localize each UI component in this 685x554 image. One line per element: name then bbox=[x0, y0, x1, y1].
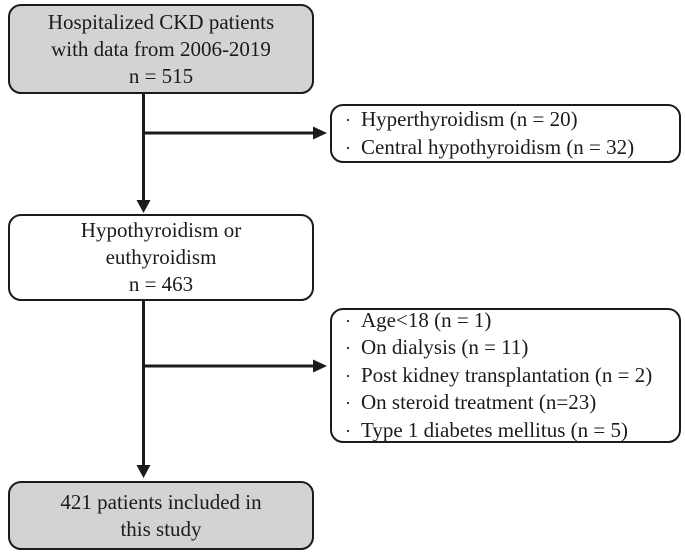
box-cohort-initial: Hospitalized CKD patients with data from… bbox=[8, 4, 314, 94]
bullet-icon: · bbox=[345, 310, 351, 331]
exclusion-item: · On dialysis (n = 11) bbox=[345, 334, 671, 362]
box-cohort-intermediate: Hypothyroidism or euthyroidism n = 463 bbox=[8, 214, 314, 301]
arrowhead-right-2 bbox=[313, 359, 327, 373]
bullet-icon: · bbox=[345, 137, 351, 158]
box-exclusion-first: · Hyperthyroidism (n = 20) · Central hyp… bbox=[330, 104, 681, 163]
box-cohort-initial-line1: Hospitalized CKD patients bbox=[47, 9, 275, 34]
exclusion-second-item3: Post kidney transplantation (n = 2) bbox=[361, 362, 653, 387]
box-exclusion-second: · Age<18 (n = 1) · On dialysis (n = 11) … bbox=[330, 308, 681, 443]
box-cohort-initial-line2: with data from 2006-2019 bbox=[51, 36, 271, 61]
exclusion-item: · Central hypothyroidism (n = 32) bbox=[345, 134, 671, 162]
exclusion-second-item1: Age<18 (n = 1) bbox=[361, 307, 492, 332]
box-cohort-intermediate-line1: Hypothyroidism or bbox=[80, 218, 242, 242]
exclusion-item: · Type 1 diabetes mellitus (n = 5) bbox=[345, 417, 671, 445]
exclusion-second-item5: Type 1 diabetes mellitus (n = 5) bbox=[361, 417, 628, 442]
exclusion-item: · Hyperthyroidism (n = 20) bbox=[345, 106, 671, 134]
box-cohort-intermediate-line3: n = 463 bbox=[128, 272, 194, 296]
exclusion-second-item4: On steroid treatment (n=23) bbox=[361, 390, 597, 415]
arrowhead-down-2 bbox=[136, 465, 151, 478]
arrowhead-right-1 bbox=[313, 126, 327, 140]
exclusion-item: · Post kidney transplantation (n = 2) bbox=[345, 362, 671, 390]
arrowhead-down-1 bbox=[136, 200, 151, 213]
bullet-icon: · bbox=[345, 420, 351, 441]
bullet-icon: · bbox=[345, 365, 351, 386]
box-cohort-final-line1: 421 patients included in bbox=[60, 489, 262, 514]
box-cohort-final-line2: this study bbox=[120, 516, 202, 541]
exclusion-first-item2: Central hypothyroidism (n = 32) bbox=[361, 134, 635, 159]
exclusion-second-item2: On dialysis (n = 11) bbox=[361, 335, 529, 360]
bullet-icon: · bbox=[345, 338, 351, 359]
box-cohort-initial-line3: n = 515 bbox=[128, 63, 194, 88]
bullet-icon: · bbox=[345, 110, 351, 130]
exclusion-item: · Age<18 (n = 1) bbox=[345, 307, 671, 335]
exclusion-first-item1: Hyperthyroidism (n = 20) bbox=[361, 107, 578, 131]
bullet-icon: · bbox=[345, 393, 351, 414]
box-cohort-final: 421 patients included in this study bbox=[8, 481, 314, 550]
exclusion-item: · On steroid treatment (n=23) bbox=[345, 389, 671, 417]
box-cohort-intermediate-line2: euthyroidism bbox=[105, 245, 217, 269]
